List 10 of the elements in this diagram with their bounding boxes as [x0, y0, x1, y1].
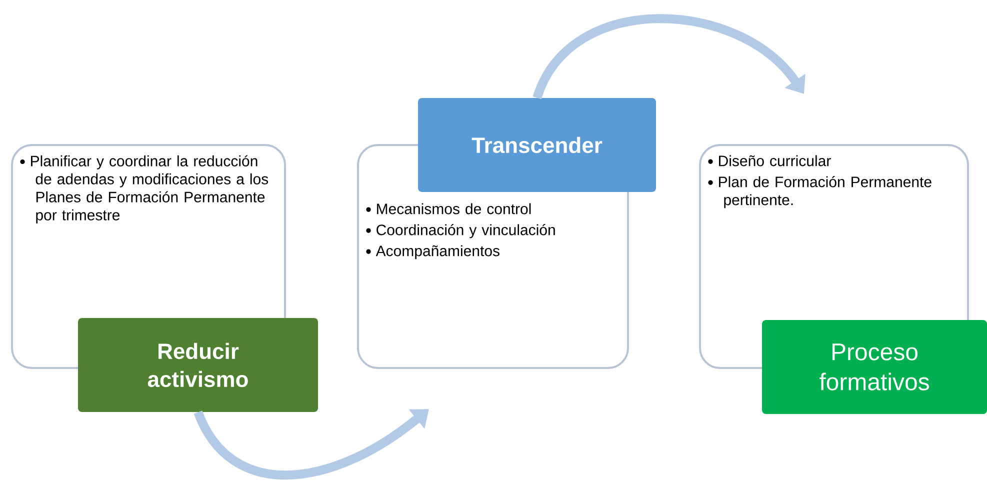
bullet-item: Diseño curricular [708, 155, 831, 166]
bullet-item: Acompañamientos [366, 245, 500, 260]
title-box: Transcender [418, 98, 656, 192]
bullet-item: Planificar y coordinar la reducción de adendas y modificaciones a los Planes de Formación Permanente por trimestre [20, 155, 268, 224]
curved-arrow [532, 14, 806, 100]
bullet-item: Plan de Formación Permanente pertinente. [708, 176, 932, 208]
bullet-item: Coordinación y vinculación [366, 224, 555, 238]
bullet-item: Mecanismos de control [366, 203, 531, 214]
title-box: Proceso formativos [762, 320, 987, 414]
title-box: Reducir activismo [78, 318, 318, 412]
